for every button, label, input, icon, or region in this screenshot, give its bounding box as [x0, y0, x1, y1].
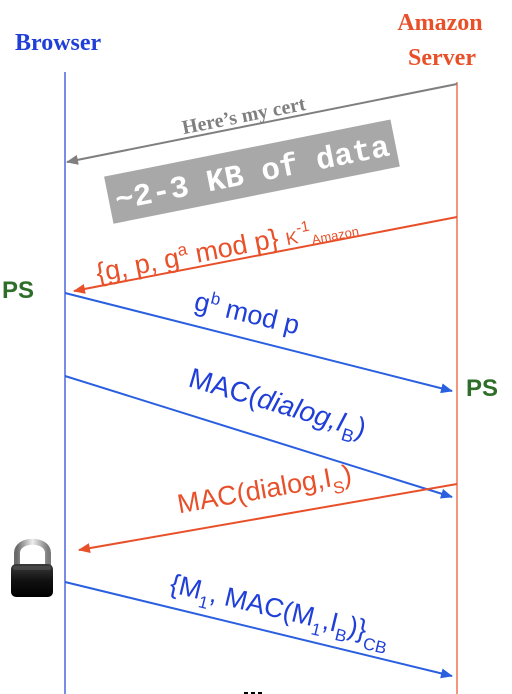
- final-m-sub2: 1: [309, 619, 323, 640]
- final-i-sub: B: [333, 625, 348, 646]
- dh-exp: a: [176, 240, 189, 261]
- final-msg-arrow: [64, 581, 453, 679]
- server-label-line2: Server: [408, 45, 476, 71]
- dh-key-exp: -1: [294, 218, 310, 237]
- mac-s-sub: S: [332, 477, 346, 498]
- mac-b-pre: MAC(: [185, 362, 263, 412]
- final-m-sub: 1: [196, 592, 210, 613]
- cert-data-box: ~2-3 KB of data: [104, 119, 400, 224]
- final-open: {M: [167, 568, 205, 605]
- mac-b-italic: dialog,I: [254, 382, 350, 437]
- mac-s-pre: MAC(dialog,I: [175, 463, 334, 520]
- final-mid: , MAC(M: [207, 578, 318, 632]
- dh-open: {g, p, g: [93, 242, 181, 287]
- gb-exp: b: [209, 289, 223, 310]
- dh-mid: mod p}: [185, 222, 288, 270]
- final-key-sub: CB: [361, 634, 388, 658]
- gb-base: g: [192, 286, 214, 319]
- final-i: ,I: [320, 605, 342, 638]
- mac-b-sub: B: [339, 424, 356, 447]
- mac-s-label: MAC(dialog,IS): [175, 459, 355, 525]
- continuation-dots: [244, 692, 262, 694]
- cert-label: Here’s my cert: [180, 93, 308, 139]
- ps-browser-label: PS: [2, 277, 34, 304]
- gb-rest: mod p: [215, 292, 302, 340]
- final-msg-label: {M1, MAC(M1,IB)}CB: [165, 568, 393, 657]
- gb-arrow: [64, 292, 453, 394]
- dh-params-arrow: [73, 216, 458, 294]
- browser-label: Browser: [15, 30, 102, 56]
- dh-key: K: [284, 227, 300, 249]
- server-label-line1: Amazon: [397, 10, 482, 36]
- mac-b-label: MAC(dialog,IB): [184, 362, 370, 450]
- ps-server-label: PS: [466, 375, 498, 402]
- cert-arrow: [66, 83, 458, 165]
- padlock-icon: [11, 538, 53, 597]
- dh-key-sub: Amazon: [310, 223, 360, 247]
- gb-label: gb mod p: [192, 285, 303, 340]
- mac-b-arrow: [64, 375, 453, 499]
- mac-s-arrow: [78, 483, 458, 554]
